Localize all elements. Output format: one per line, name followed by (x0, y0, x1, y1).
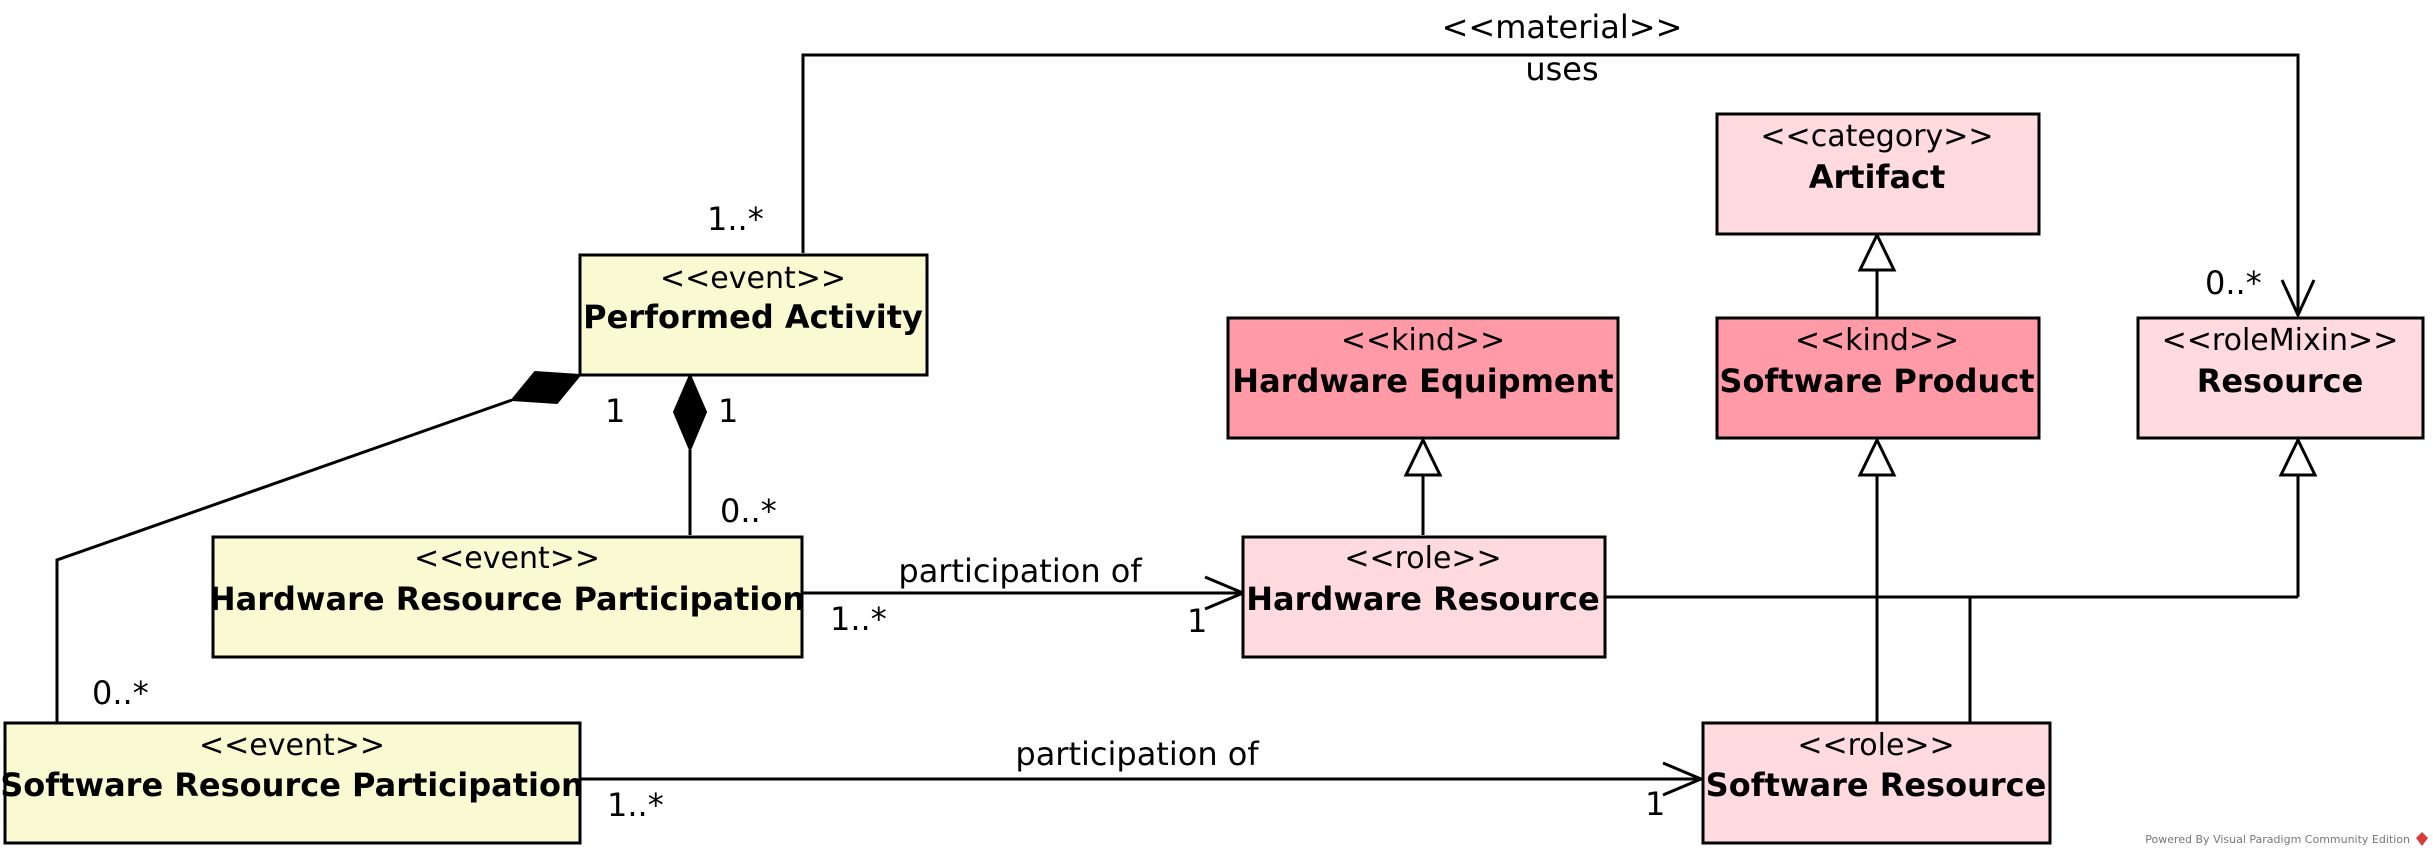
class-name: Artifact (1809, 158, 1946, 196)
uses-name-label: uses (1525, 50, 1598, 88)
class-software-product[interactable]: <<kind>> Software Product (1715, 316, 2041, 440)
class-box (1715, 316, 2041, 440)
class-artifact[interactable]: <<category>> Artifact (1715, 112, 2041, 236)
class-name: Software Resource (1706, 766, 2047, 804)
class-stereotype: <<role>> (1797, 728, 1954, 763)
uses-arrowhead (2280, 279, 2316, 319)
class-name: Resource (2197, 362, 2364, 400)
class-stereotype: <<event>> (414, 541, 600, 576)
hw-participation-target-multiplicity: 1 (1187, 602, 1207, 640)
watermark-text: Powered By Visual Paradigm Community Edi… (2145, 833, 2410, 846)
class-box (1226, 316, 1620, 440)
sw-composition-line[interactable] (55, 398, 513, 722)
sw-participation-name-label: participation of (1015, 735, 1259, 773)
class-hardware-resource-participation[interactable]: <<event>> Hardware Resource Participatio… (209, 535, 805, 659)
class-stereotype: <<event>> (660, 261, 846, 296)
hw-composition-whole-multiplicity: 1 (718, 392, 738, 430)
class-performed-activity[interactable]: <<event>> Performed Activity (578, 253, 929, 377)
class-name: Performed Activity (583, 298, 923, 336)
class-stereotype: <<kind>> (1341, 323, 1505, 358)
class-box (2136, 316, 2425, 440)
class-stereotype: <<role>> (1344, 541, 1501, 576)
uses-source-multiplicity: 1..* (707, 200, 764, 238)
sw-participation-source-multiplicity: 1..* (607, 786, 664, 824)
class-resource[interactable]: <<roleMixin>> Resource (2136, 316, 2425, 440)
class-box (1241, 535, 1607, 659)
sw-composition-diamond (509, 370, 583, 405)
sw-composition-whole-multiplicity: 1 (605, 392, 625, 430)
resource-generalization-triangle (2278, 436, 2318, 477)
uses-stereotype-label: <<material>> (1442, 8, 1683, 46)
hw-generalization-triangle (1403, 436, 1443, 477)
class-name: Hardware Resource Participation (209, 580, 805, 618)
class-software-resource-participation[interactable]: <<event>> Software Resource Participatio… (0, 721, 584, 845)
class-stereotype: <<roleMixin>> (2162, 323, 2399, 358)
class-name: Hardware Resource (1246, 580, 1599, 618)
visual-paradigm-logo-icon (2416, 832, 2428, 846)
class-software-resource[interactable]: <<role>> Software Resource (1701, 721, 2052, 845)
sw-participation-arrowhead (1662, 761, 1705, 797)
class-name: Hardware Equipment (1232, 362, 1613, 400)
class-box (578, 253, 929, 377)
class-box (1701, 721, 2052, 845)
uses-target-multiplicity: 0..* (2205, 264, 2262, 302)
class-box (1715, 112, 2041, 236)
class-name: Software Product (1719, 362, 2034, 400)
class-stereotype: <<category>> (1760, 119, 1993, 154)
class-stereotype: <<kind>> (1795, 323, 1959, 358)
class-stereotype: <<event>> (199, 728, 385, 763)
class-hardware-resource[interactable]: <<role>> Hardware Resource (1241, 535, 1607, 659)
class-box (211, 535, 804, 659)
uses-association-line[interactable] (801, 53, 2300, 315)
hw-participation-name-label: participation of (898, 552, 1142, 590)
hw-composition-part-multiplicity: 0..* (720, 492, 777, 530)
sw-participation-target-multiplicity: 1 (1645, 785, 1665, 823)
hw-composition-diamond (672, 372, 708, 453)
class-box (3, 721, 582, 845)
sw-generalization-triangle (1857, 436, 1897, 477)
sp-generalization-triangle (1857, 231, 1897, 272)
class-name: Software Resource Participation (0, 766, 583, 804)
class-hardware-equipment[interactable]: <<kind>> Hardware Equipment (1226, 316, 1620, 440)
hw-participation-source-multiplicity: 1..* (830, 600, 887, 638)
sw-composition-part-multiplicity: 0..* (92, 674, 149, 712)
